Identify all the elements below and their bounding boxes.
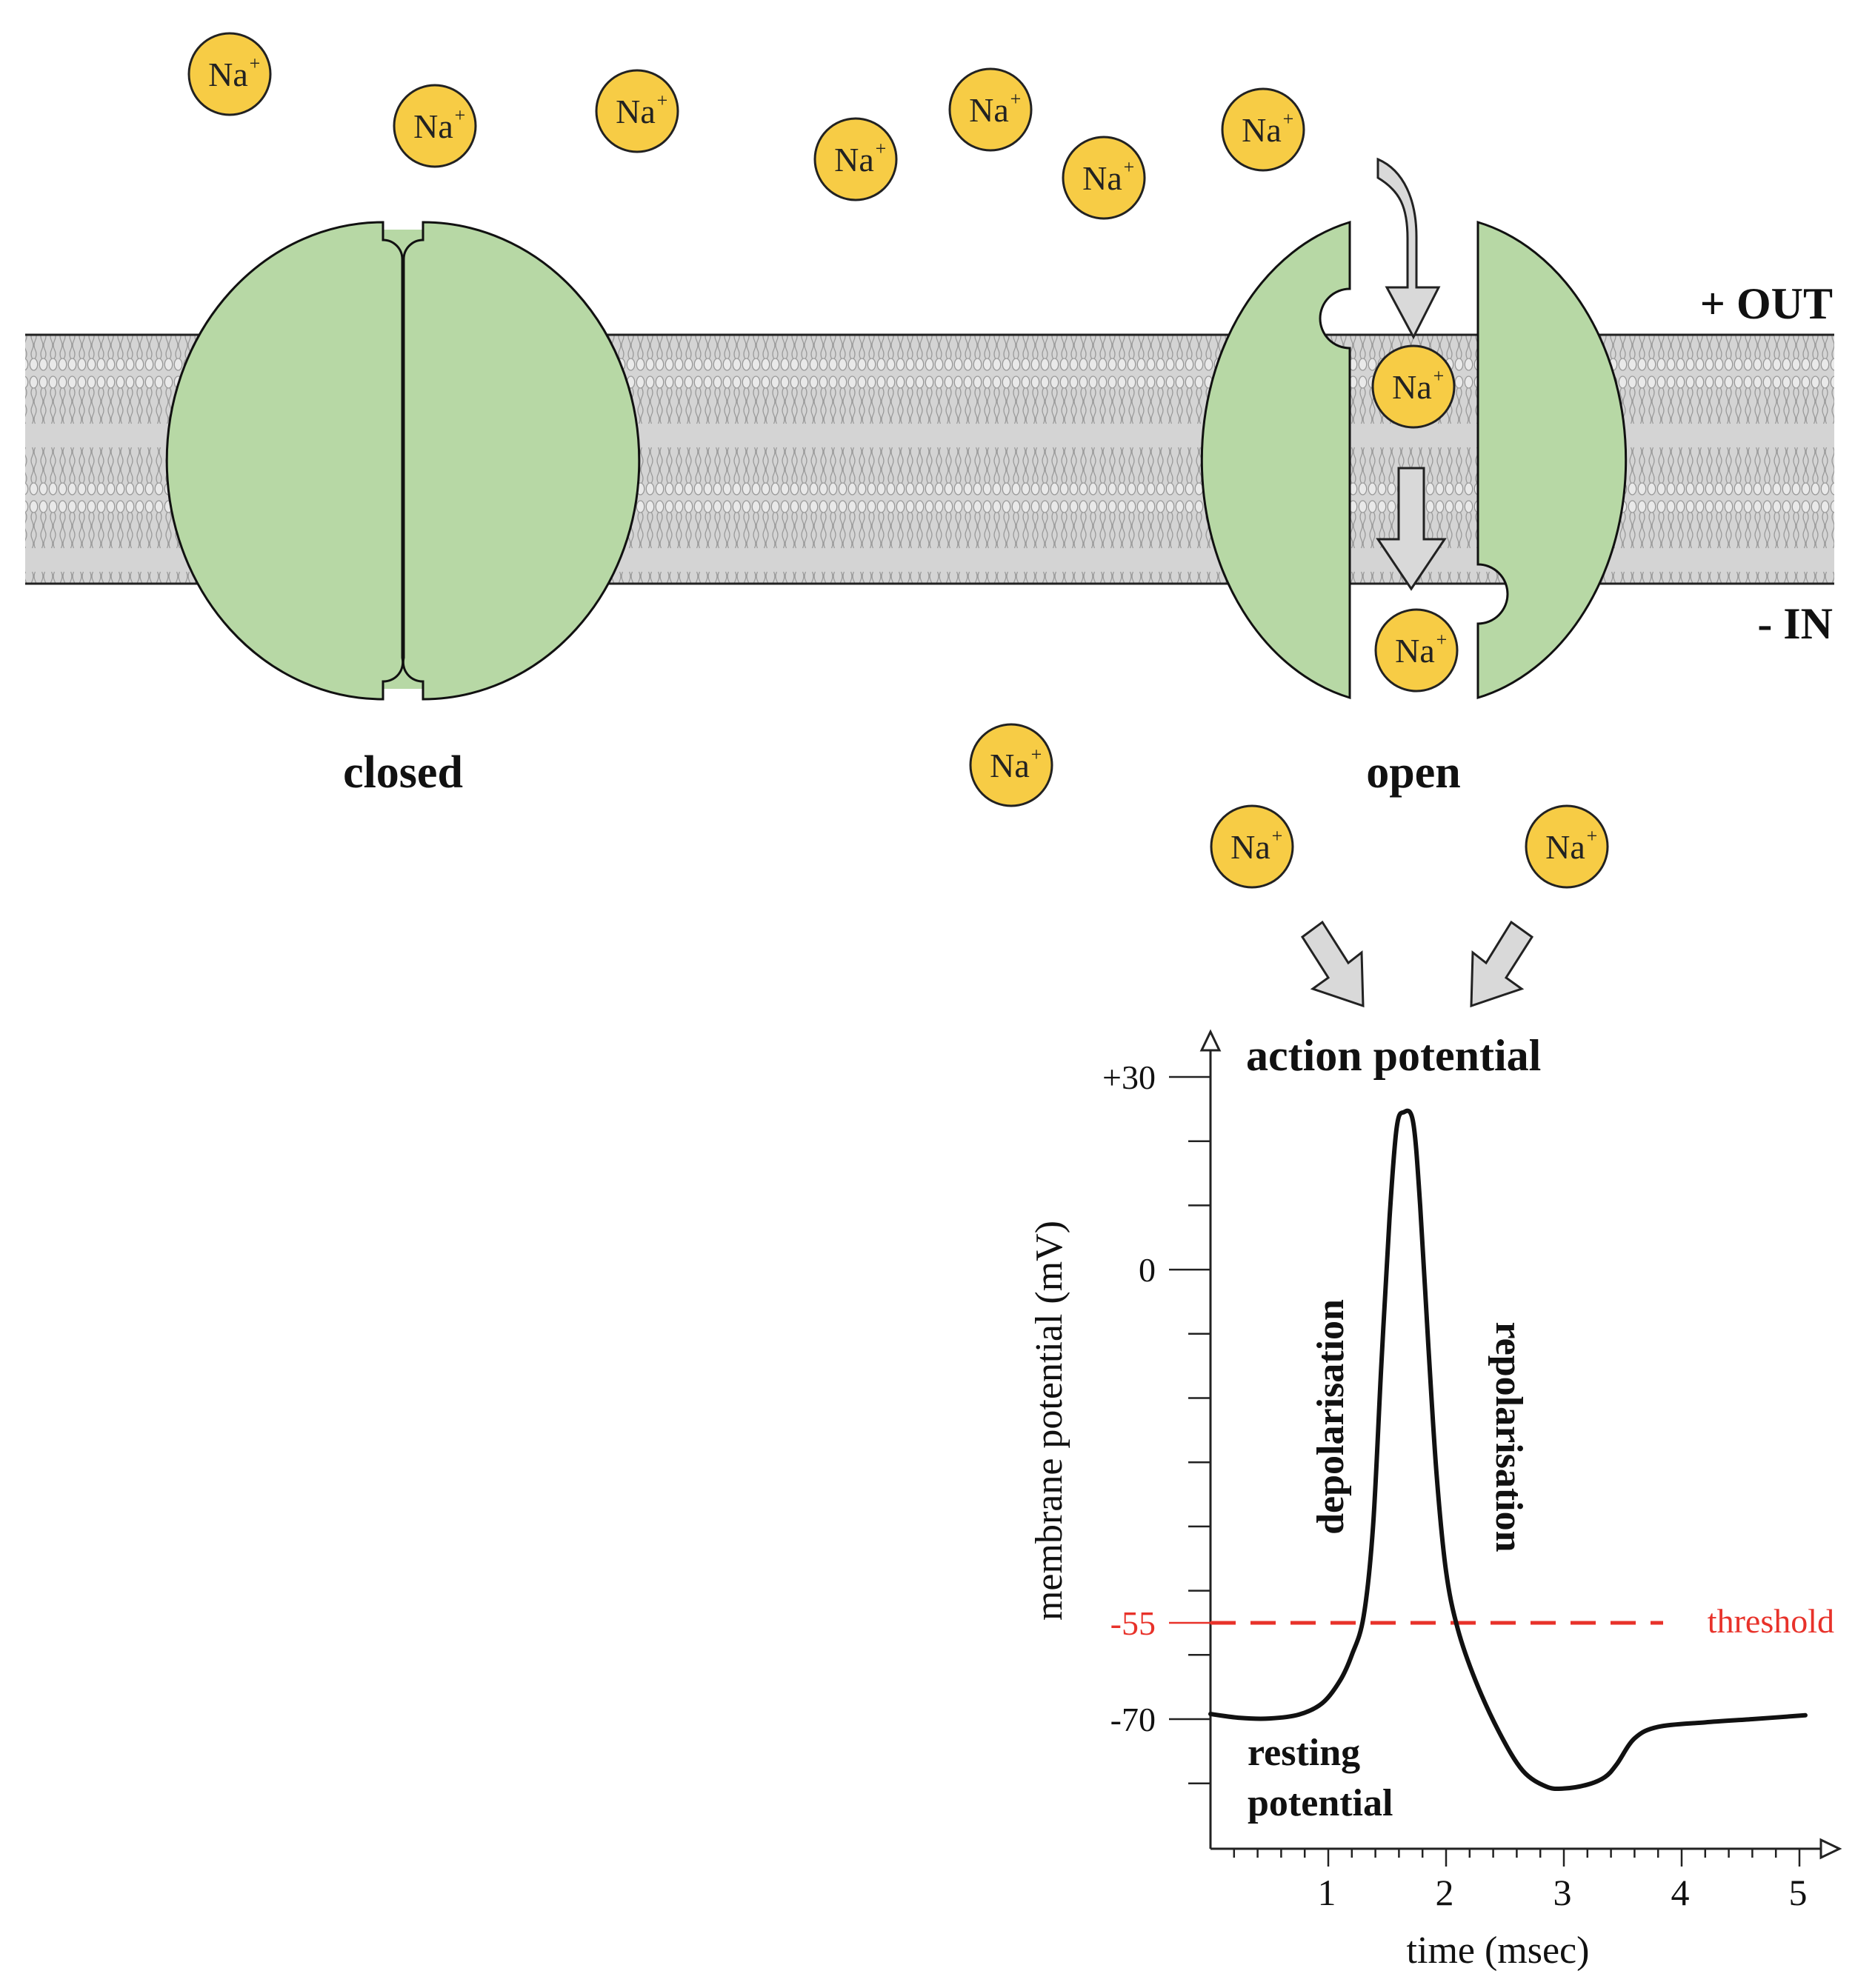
resting-label-line2: potential bbox=[1248, 1782, 1393, 1824]
ion-label: Na bbox=[990, 747, 1030, 784]
x-tick-label: 2 bbox=[1436, 1872, 1454, 1913]
ion-charge: + bbox=[1272, 825, 1283, 847]
ion-label: Na bbox=[834, 141, 874, 179]
ion-charge: + bbox=[1124, 156, 1135, 178]
ion-charge: + bbox=[250, 53, 261, 74]
ion-label: Na bbox=[1545, 828, 1585, 866]
y-axis-label: membrane potential (mV) bbox=[1028, 1221, 1070, 1621]
y-tick-label: +30 bbox=[1102, 1058, 1156, 1096]
ion-circle bbox=[1062, 136, 1146, 220]
ion-label: Na bbox=[208, 56, 248, 93]
x-tick-label: 1 bbox=[1318, 1872, 1336, 1913]
sodium-ion: Na+ bbox=[813, 117, 898, 201]
y-tick-label: 0 bbox=[1139, 1251, 1156, 1289]
sodium-ion: Na+ bbox=[1371, 344, 1456, 429]
ion-label: Na bbox=[1395, 632, 1435, 670]
membrane-potential-curve bbox=[1208, 1108, 1808, 1792]
ion-circle bbox=[393, 84, 477, 168]
out-label: + OUT bbox=[1700, 279, 1833, 328]
sodium-ion: Na+ bbox=[393, 84, 477, 168]
chart-ticks: +30 0 -55 -70 1 2 3 4 5 bbox=[1102, 1058, 1807, 1913]
diagonal-arrow-right-icon bbox=[1470, 920, 1534, 1008]
open-channel-left-subunit bbox=[1200, 220, 1351, 700]
ion-circle bbox=[1221, 87, 1305, 172]
ion-circle bbox=[969, 723, 1053, 807]
threshold-label: threshold bbox=[1708, 1602, 1834, 1640]
ion-charge: + bbox=[657, 90, 668, 111]
ion-label: Na bbox=[616, 93, 656, 130]
flow-arrows bbox=[1300, 157, 1534, 1008]
y-tick-label: -55 bbox=[1110, 1604, 1156, 1642]
sodium-ion: Na+ bbox=[1525, 804, 1609, 889]
closed-channel-right-subunit bbox=[402, 221, 641, 701]
down-arrow-icon bbox=[1376, 467, 1447, 591]
ion-charge: + bbox=[1587, 825, 1598, 847]
ion-label: Na bbox=[1082, 159, 1122, 197]
action-potential-chart: action potential membrane potential (mV)… bbox=[1028, 1029, 1842, 1972]
chart-title: action potential bbox=[1246, 1031, 1541, 1080]
x-tick-label: 3 bbox=[1553, 1872, 1572, 1913]
sodium-ions: Na+Na+Na+Na+Na+Na+Na+Na+Na+Na+Na+Na+ bbox=[187, 32, 1609, 889]
sodium-ion: Na+ bbox=[1374, 608, 1459, 693]
x-axis-arrow-icon bbox=[1819, 1838, 1842, 1860]
ion-circle bbox=[187, 32, 272, 116]
open-channel: open bbox=[1200, 220, 1628, 798]
closed-channel-left-subunit bbox=[165, 221, 404, 701]
depolarisation-label: depolarisation bbox=[1310, 1299, 1352, 1535]
sodium-ion: Na+ bbox=[969, 723, 1053, 807]
ion-charge: + bbox=[1283, 108, 1294, 130]
resting-label-line1: resting bbox=[1248, 1732, 1360, 1774]
sodium-ion: Na+ bbox=[187, 32, 272, 116]
diagonal-arrow-left-icon bbox=[1300, 920, 1365, 1008]
sodium-ion: Na+ bbox=[1221, 87, 1305, 172]
chart-series bbox=[1208, 1108, 1808, 1792]
ion-charge: + bbox=[1433, 365, 1445, 387]
ion-charge: + bbox=[876, 138, 887, 159]
ion-circle bbox=[948, 67, 1033, 152]
repolarisation-label: repolarisation bbox=[1488, 1321, 1530, 1552]
ion-label: Na bbox=[413, 107, 453, 145]
ion-charge: + bbox=[1436, 629, 1448, 650]
y-tick-label: -70 bbox=[1110, 1701, 1156, 1738]
ion-circle bbox=[1371, 344, 1456, 429]
ion-label: Na bbox=[1392, 368, 1432, 406]
in-label: - IN bbox=[1757, 599, 1833, 648]
closed-label: closed bbox=[343, 747, 463, 798]
ion-circle bbox=[595, 69, 679, 153]
sodium-ion: Na+ bbox=[595, 69, 679, 153]
y-axis-arrow-icon bbox=[1199, 1029, 1222, 1052]
ion-circle bbox=[1374, 608, 1459, 693]
sodium-ion: Na+ bbox=[1210, 804, 1294, 889]
ion-circle bbox=[1525, 804, 1609, 889]
sodium-ion: Na+ bbox=[948, 67, 1033, 152]
sodium-ion: Na+ bbox=[1062, 136, 1146, 220]
x-axis-label: time (msec) bbox=[1407, 1929, 1590, 1972]
ion-circle bbox=[1210, 804, 1294, 889]
ion-charge: + bbox=[455, 104, 466, 126]
x-tick-label: 5 bbox=[1789, 1872, 1808, 1913]
open-label: open bbox=[1366, 747, 1460, 798]
x-tick-label: 4 bbox=[1671, 1872, 1690, 1913]
ion-label: Na bbox=[969, 91, 1009, 129]
curved-arrow-icon bbox=[1376, 157, 1441, 340]
ion-charge: + bbox=[1031, 744, 1042, 765]
ion-label: Na bbox=[1230, 828, 1270, 866]
open-channel-right-subunit bbox=[1476, 220, 1628, 700]
closed-channel: closed bbox=[165, 221, 641, 798]
ion-circle bbox=[813, 117, 898, 201]
ion-charge: + bbox=[1010, 88, 1022, 110]
ion-label: Na bbox=[1242, 111, 1282, 149]
